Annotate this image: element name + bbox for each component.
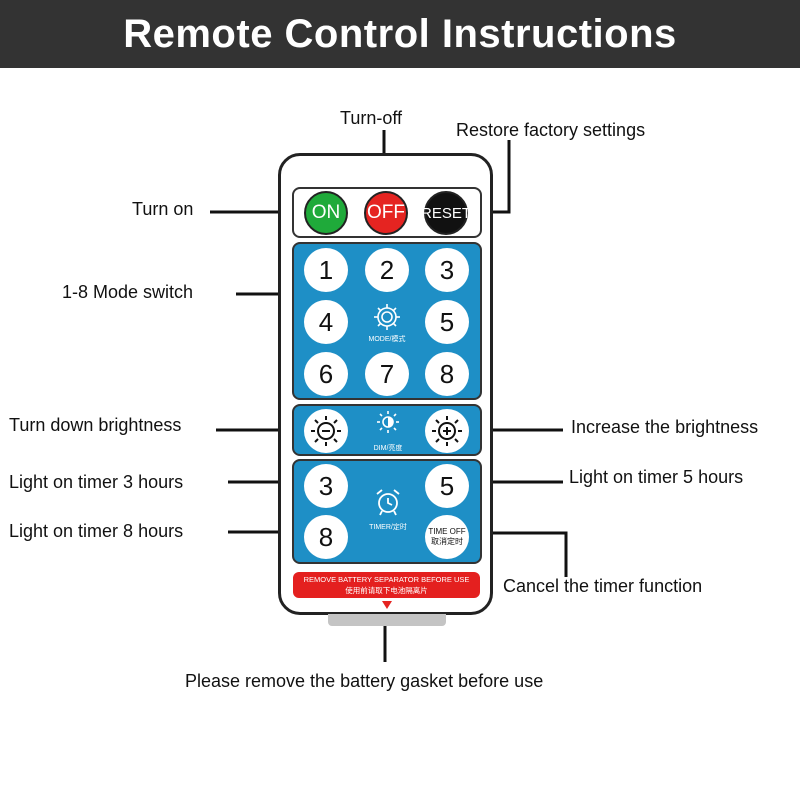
label-timer-8: Light on timer 8 hours	[9, 521, 184, 541]
timer-caption: TIMER/定时	[369, 524, 407, 531]
label-timer-5: Light on timer 5 hours	[569, 467, 744, 487]
timer-5-button[interactable]: 5	[425, 464, 469, 508]
mode-6-button[interactable]: 6	[304, 352, 348, 396]
time-off-label: TIME OFF	[428, 527, 466, 536]
label-turn-off: Turn-off	[340, 108, 403, 128]
time-off-label-cn: 取消定时	[431, 537, 463, 546]
gear-icon	[370, 302, 404, 332]
arrow-down-icon	[381, 600, 393, 610]
battery-gasket-tab[interactable]	[328, 614, 446, 626]
timer-3-button[interactable]: 3	[304, 464, 348, 508]
page-title: Remote Control Instructions	[0, 0, 800, 68]
time-off-button[interactable]: TIME OFF 取消定时	[425, 515, 469, 559]
label-turn-on: Turn on	[132, 199, 194, 219]
brightness-down-button[interactable]	[304, 409, 348, 453]
mode-5-button[interactable]: 5	[425, 300, 469, 344]
battery-notice-line2: 使用前请取下电池隔离片	[345, 586, 428, 595]
mode-3-button[interactable]: 3	[425, 248, 469, 292]
reset-button[interactable]: RESET	[421, 191, 471, 235]
label-increase: Increase the brightness	[571, 417, 759, 437]
dim-panel: DIM/亮度	[292, 404, 482, 456]
remote-control: ON OFF RESET 1 2 3 4 MODE/模式 5 6 7 8	[278, 153, 493, 615]
label-restore: Restore factory settings	[456, 120, 646, 140]
power-panel: ON OFF RESET	[292, 187, 482, 238]
label-turn-down: Turn down brightness	[9, 415, 182, 435]
sun-minus-icon	[311, 416, 341, 446]
mode-caption: MODE/模式	[368, 336, 406, 343]
mode-2-button[interactable]: 2	[365, 248, 409, 292]
alarm-clock-icon	[374, 487, 402, 517]
label-battery-note: Please remove the battery gasket before …	[185, 671, 544, 691]
label-timer-3: Light on timer 3 hours	[9, 472, 184, 492]
battery-notice-line1: REMOVE BATTERY SEPARATOR BEFORE USE	[303, 575, 470, 584]
off-button[interactable]: OFF	[364, 191, 408, 235]
mode-1-button[interactable]: 1	[304, 248, 348, 292]
timer-panel: 3 5 TIMER/定时 8 TIME OFF 取消定时	[292, 459, 482, 564]
mode-8-button[interactable]: 8	[425, 352, 469, 396]
mode-panel: 1 2 3 4 MODE/模式 5 6 7 8	[292, 242, 482, 400]
brightness-icon	[374, 410, 402, 434]
brightness-up-button[interactable]	[425, 409, 469, 453]
label-cancel: Cancel the timer function	[503, 576, 703, 596]
dim-caption: DIM/亮度	[373, 445, 403, 452]
mode-7-button[interactable]: 7	[365, 352, 409, 396]
battery-separator-notice: REMOVE BATTERY SEPARATOR BEFORE USE 使用前请…	[293, 572, 480, 598]
on-button[interactable]: ON	[304, 191, 348, 235]
timer-8-button[interactable]: 8	[304, 515, 348, 559]
mode-4-button[interactable]: 4	[304, 300, 348, 344]
sun-plus-icon	[432, 416, 462, 446]
label-mode-switch: 1-8 Mode switch	[62, 282, 194, 302]
